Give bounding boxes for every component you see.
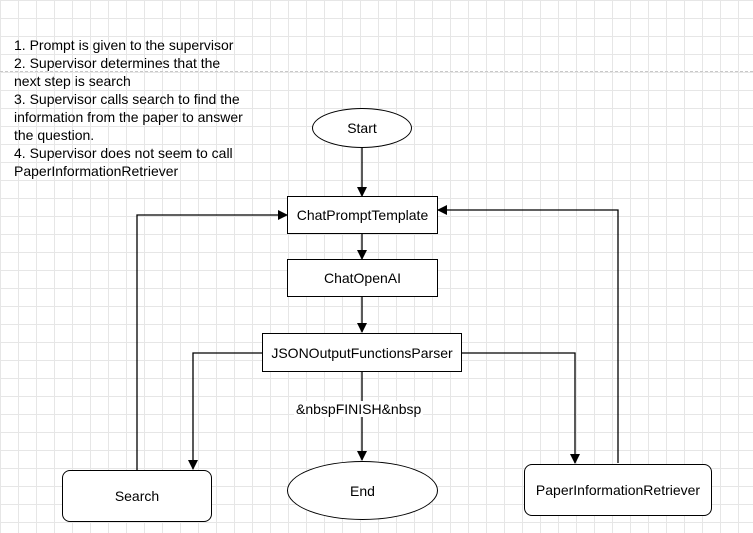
- node-start[interactable]: Start: [312, 108, 412, 148]
- edge-label-finish: &nbspFINISH&nbsp: [294, 401, 424, 417]
- edge-parser-to-search: [188, 352, 262, 470]
- edge-search-to-prompt: [136, 210, 288, 470]
- notes-block: 1. Prompt is given to the supervisor 2. …: [14, 36, 250, 180]
- note-1: 1. Prompt is given to the supervisor: [14, 37, 234, 53]
- note-2: 2. Supervisor determines that the next s…: [14, 55, 221, 89]
- note-4: 4. Supervisor does not seem to call Pape…: [14, 145, 233, 179]
- node-chat-prompt-template[interactable]: ChatPromptTemplate: [287, 196, 438, 234]
- node-end[interactable]: End: [287, 461, 438, 520]
- edge-parser-to-paper: [462, 352, 580, 464]
- node-paper-information-retriever[interactable]: PaperInformationRetriever: [524, 464, 712, 516]
- edge-paper-to-prompt: [437, 205, 619, 463]
- node-chat-openai[interactable]: ChatOpenAI: [287, 259, 438, 297]
- node-search[interactable]: Search: [62, 470, 212, 522]
- grid-dashed-guide: [0, 71, 753, 72]
- note-3: 3. Supervisor calls search to find the i…: [14, 91, 243, 143]
- node-json-output-functions-parser[interactable]: JSONOutputFunctionsParser: [262, 333, 462, 372]
